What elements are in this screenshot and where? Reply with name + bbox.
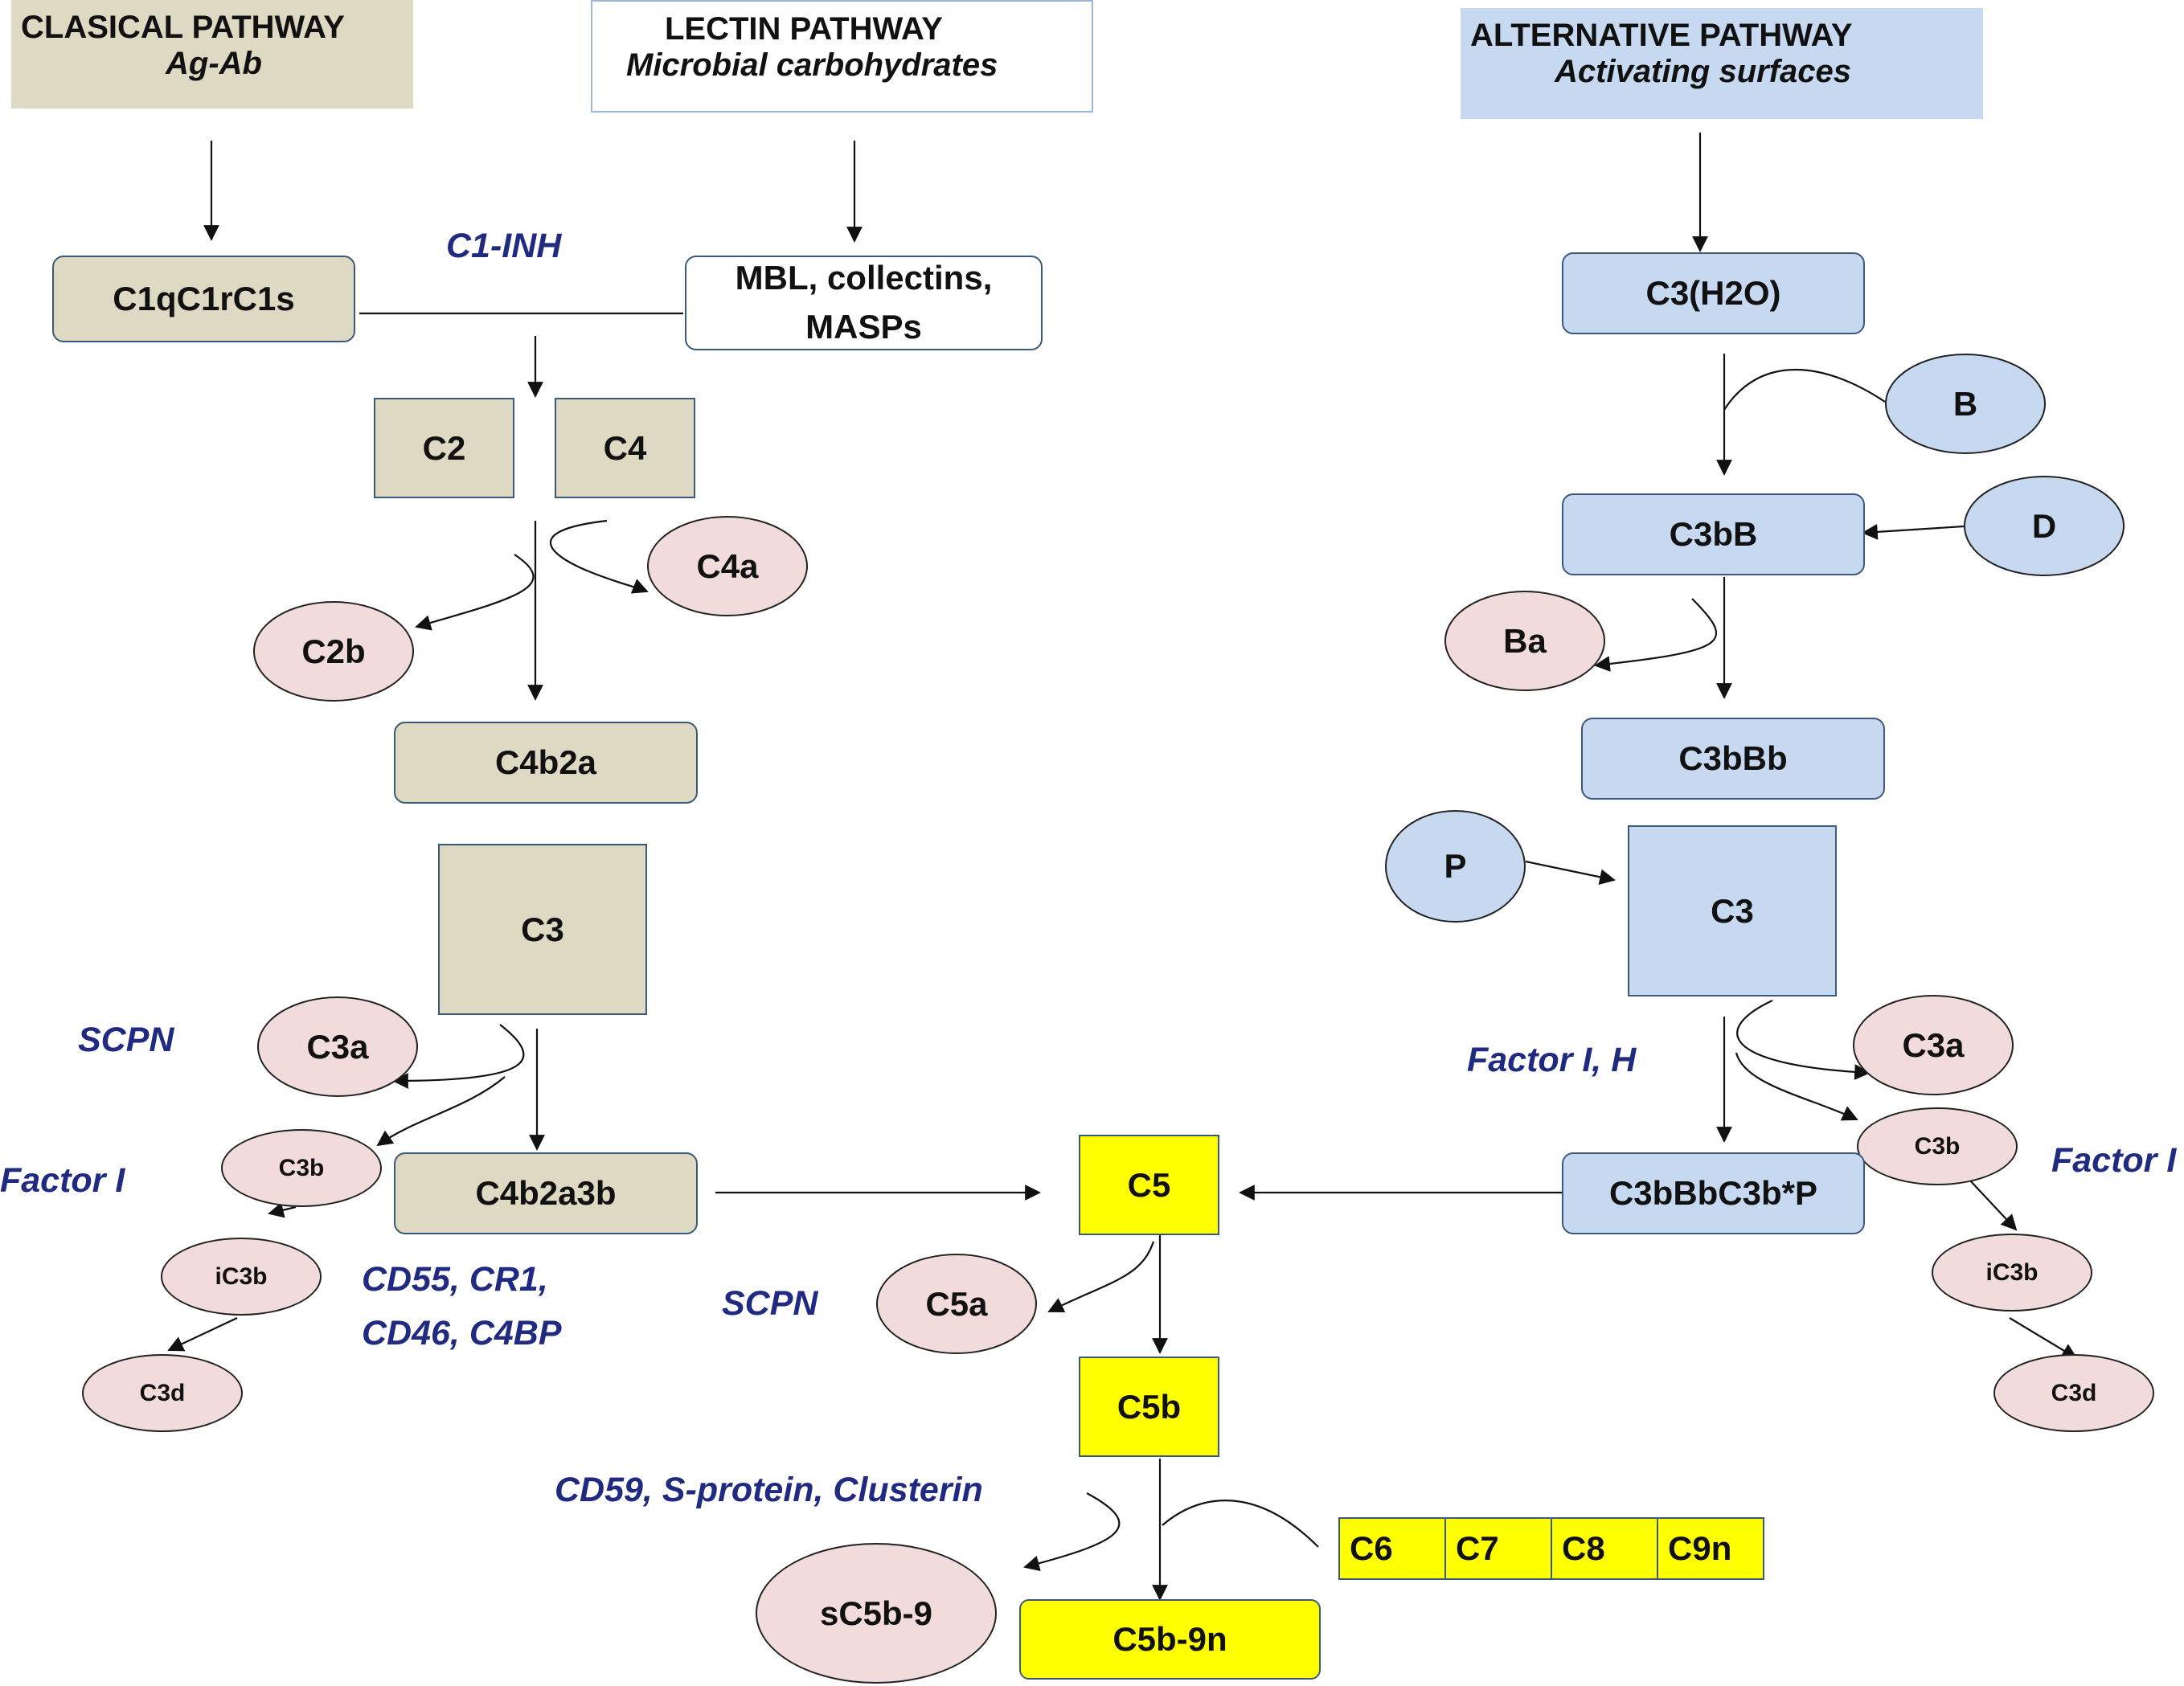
arrow-to-c3d-right [2009,1317,2078,1360]
label-cd55-line2: CD46, C4BP [362,1314,562,1352]
node-mbl-line1: MBL, collectins, [735,259,993,297]
node-c3a-right: C3a [1853,995,2014,1095]
arrow-p-to-c3 [1525,860,1616,886]
label-c1-inh: C1-INH [446,227,562,265]
arrow-to-c5a [1047,1241,1155,1312]
node-c3b-left: C3b [221,1129,382,1207]
arrow-to-sc5b9 [1023,1492,1121,1572]
arrow-to-c4a [549,519,649,594]
arrow-c6-c9-join [1162,1500,1319,1548]
node-c3bbb: C3bBb [1581,718,1885,800]
node-sc5b9: sC5b-9 [756,1543,997,1684]
node-c3-right: C3 [1628,825,1837,996]
header-alternative: ALTERNATIVE PATHWAY Activating surfaces [1461,8,1983,119]
node-c3-left: C3 [438,844,647,1015]
arrow-d-to-c3bb [1862,523,1965,540]
arrow-to-c3b-left [376,1076,506,1147]
node-c3b-right: C3b [1857,1107,2018,1185]
arrow-to-c3b-right [1735,1052,1858,1121]
header-classical-title: CLASICAL PATHWAY [21,10,345,45]
node-ic3b-left: iC3b [161,1238,322,1316]
label-scpn-left: SCPN [78,1021,174,1059]
node-c6: C6 [1340,1519,1446,1578]
node-c5a: C5a [876,1254,1037,1354]
header-lectin-subtitle: Microbial carbohydrates [626,47,998,83]
arrow-to-ba [1594,598,1718,672]
node-p: P [1385,810,1526,923]
label-factor-i-right: Factor I [2051,1141,2177,1180]
arrow-to-ic3b-left [268,1202,297,1218]
node-c5: C5 [1079,1135,1219,1235]
node-d: D [1964,476,2125,576]
node-c1q: C1qC1rC1s [52,256,355,342]
node-c4b2a: C4b2a [394,722,698,804]
node-c3bbbc3bp: C3bBbC3b*P [1562,1152,1865,1234]
node-c3h2o: C3(H2O) [1562,252,1865,334]
node-mbl: MBL, collectins, MASPs [685,256,1043,350]
header-lectin: LECTIN PATHWAY Microbial carbohydrates [591,0,1093,113]
node-c7: C7 [1446,1519,1552,1578]
node-c3a-left: C3a [257,996,418,1097]
arrow-b-join [1723,368,1886,411]
node-b: B [1885,354,2046,454]
node-c2b: C2b [253,601,414,702]
label-factor-ih: Factor I, H [1467,1041,1637,1079]
node-c8: C8 [1552,1519,1658,1578]
node-c4b2a3b: C4b2a3b [394,1152,698,1234]
header-classical: CLASICAL PATHWAY Ag-Ab [11,0,413,108]
node-c3d-left: C3d [82,1354,243,1432]
node-c2: C2 [374,398,514,498]
node-ic3b-right: iC3b [1932,1234,2092,1312]
arrow-to-c2b [415,554,535,631]
label-cd59: CD59, S-protein, Clusterin [555,1471,983,1509]
node-c4a: C4a [647,516,808,616]
node-ba: Ba [1444,591,1605,691]
header-classical-subtitle: Ag-Ab [166,46,262,81]
node-c5b9n: C5b-9n [1019,1599,1321,1680]
node-c6-c9n-row: C6 C7 C8 C9n [1338,1517,1764,1580]
header-alternative-subtitle: Activating surfaces [1555,54,1852,89]
node-c4: C4 [555,398,695,498]
node-c9n: C9n [1668,1529,1732,1567]
header-lectin-title: LECTIN PATHWAY [665,11,943,47]
header-alternative-title: ALTERNATIVE PATHWAY [1470,18,1853,53]
node-c3bb: C3bB [1562,493,1865,575]
node-c3d-right: C3d [1993,1354,2154,1432]
node-mbl-line2: MASPs [805,308,922,346]
label-factor-i-left: Factor I [0,1161,125,1200]
arrow-to-ic3b-right [1969,1179,2018,1231]
node-c5b: C5b [1079,1357,1219,1457]
label-scpn-mid: SCPN [722,1284,818,1323]
arrow-to-c3d-left [167,1317,238,1352]
arrow-to-c3a-right [1736,1000,1871,1080]
label-cd55-line1: CD55, CR1, [362,1260,548,1299]
